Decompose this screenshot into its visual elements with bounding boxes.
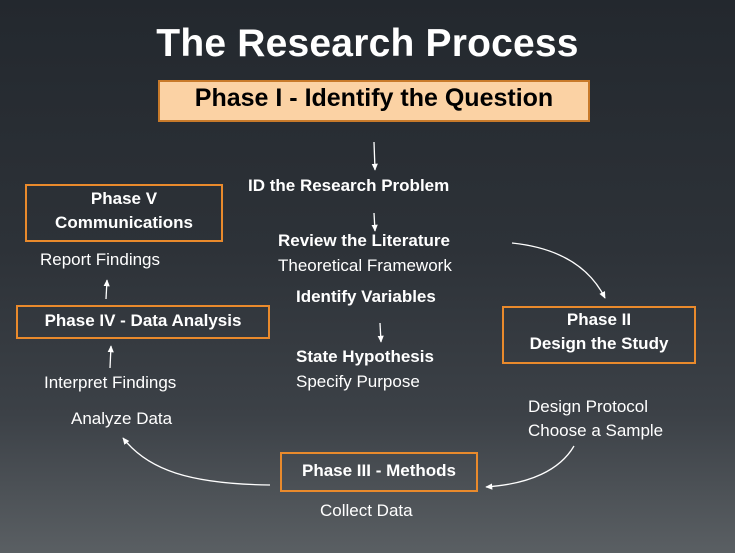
arrow-phase2-to-phase3 [485,445,575,490]
phase3-label: Phase III - Methods [302,461,456,480]
step-collect-data: Collect Data [320,501,413,520]
phase2-line1: Phase II [566,310,632,329]
step-state-hypothesis: State Hypothesis [296,347,434,366]
phase1-box [158,80,590,122]
step-design-protocol: Design Protocol [528,397,649,416]
step-id-problem: ID the Research Problem [248,176,450,195]
slide-title: The Research Process [156,22,579,65]
phase3-box [280,452,478,492]
phase4-box [16,305,270,339]
arrow-phase1-to-problem [371,141,378,171]
phase5-line1: Phase V [90,189,158,208]
step-analyze-data: Analyze Data [71,409,173,428]
arrow-interpret-to-phase4 [107,345,114,369]
step-choose-sample: Choose a Sample [528,421,664,440]
arrow-variables-to-hypothesis [377,322,384,343]
arrow-phase4-to-report [103,279,110,300]
phase2-line2: Design the Study [529,334,669,353]
arrow-problem-to-literature [371,212,378,232]
phase2-box [502,306,696,364]
phase5-box [25,184,223,242]
phase5-line2: Communications [55,213,193,232]
phase1-label: Phase I - Identify the Question [194,84,554,112]
step-identify-variables: Identify Variables [296,287,436,306]
arrow-literature-to-phase2 [511,242,606,299]
step-interpret-findings: Interpret Findings [44,373,177,392]
step-specify-purpose: Specify Purpose [296,372,420,391]
step-report-findings: Report Findings [40,250,161,269]
step-theoretical-framework: Theoretical Framework [278,256,452,275]
phase4-label: Phase IV - Data Analysis [44,311,242,330]
arrow-phase3-to-phase4 [122,437,271,486]
step-review-literature: Review the Literature [278,231,450,250]
